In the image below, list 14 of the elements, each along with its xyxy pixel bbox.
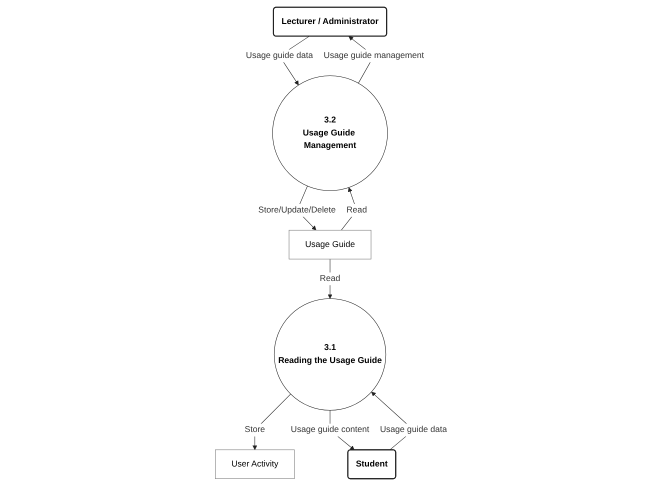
edge-label: Usage guide content	[291, 425, 370, 434]
node-box: Usage Guide	[289, 230, 372, 260]
edge-label: Usage guide data	[246, 51, 314, 60]
arrow	[252, 394, 292, 450]
node-circle: 3.1 Reading the Usage Guide	[274, 298, 386, 411]
node-circle: 3.2 Usage Guide Management	[272, 75, 388, 191]
arrow	[341, 187, 358, 230]
edge-label: Read	[346, 206, 368, 215]
edge-label: Usage guide data	[380, 425, 448, 434]
node-box: User Activity	[215, 450, 296, 479]
edge-label: Usage guide management	[324, 51, 424, 60]
edge-label: Store	[244, 425, 266, 434]
edge-label: Read	[320, 274, 341, 284]
edge-label: Store/Update/Delete	[258, 206, 336, 215]
